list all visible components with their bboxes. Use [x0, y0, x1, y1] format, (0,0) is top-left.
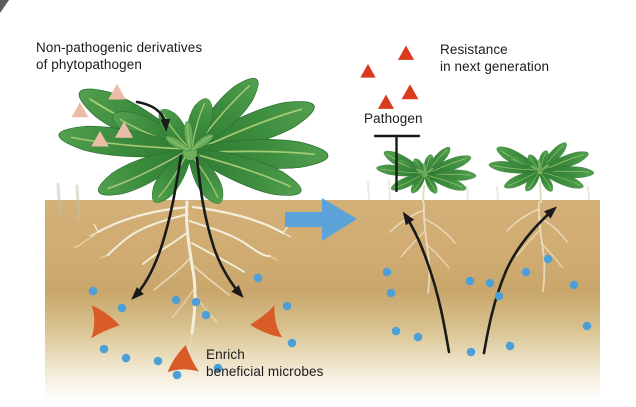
- small-plant-roots: [389, 201, 568, 294]
- enrich-label: Enrich beneficial microbes: [206, 347, 324, 379]
- transition-right-arrow-icon: [285, 198, 357, 241]
- pathogen-triangle-icons: [360, 45, 419, 109]
- microbe-recruit-arrow-left: [402, 211, 451, 354]
- red-triangle-icon: [397, 45, 415, 60]
- apply-derivatives-arrow: [135, 100, 171, 132]
- flow-arrows: [131, 100, 557, 355]
- pathogen-label: Pathogen: [364, 111, 423, 126]
- large-plant-roots: [73, 200, 292, 361]
- t-bar-icon: [373, 134, 421, 193]
- pink-triangle-icon: [108, 83, 126, 100]
- orange-dart-icon: [87, 305, 122, 342]
- orange-dart-icon: [167, 343, 202, 376]
- small-plant-1: [376, 144, 476, 195]
- orange-dart-icon: [248, 304, 283, 341]
- root-exudate-arrow-left: [131, 154, 183, 300]
- corner-artifact: [0, 0, 9, 13]
- non-pathogenic-label: Non-pathogenic derivatives of phytopatho…: [36, 40, 203, 72]
- root-exudate-arrow-right: [195, 156, 244, 298]
- red-triangle-icon: [360, 63, 376, 78]
- small-plant-stems: [422, 182, 542, 203]
- red-triangle-icon: [377, 94, 395, 109]
- red-triangle-icon: [401, 84, 419, 100]
- microbe-recruit-arrow-right: [482, 206, 557, 355]
- grass-blades: [56, 179, 590, 220]
- resistance-label: Resistance in next generation: [440, 42, 550, 74]
- soil-microbe-dots: [88, 254, 592, 380]
